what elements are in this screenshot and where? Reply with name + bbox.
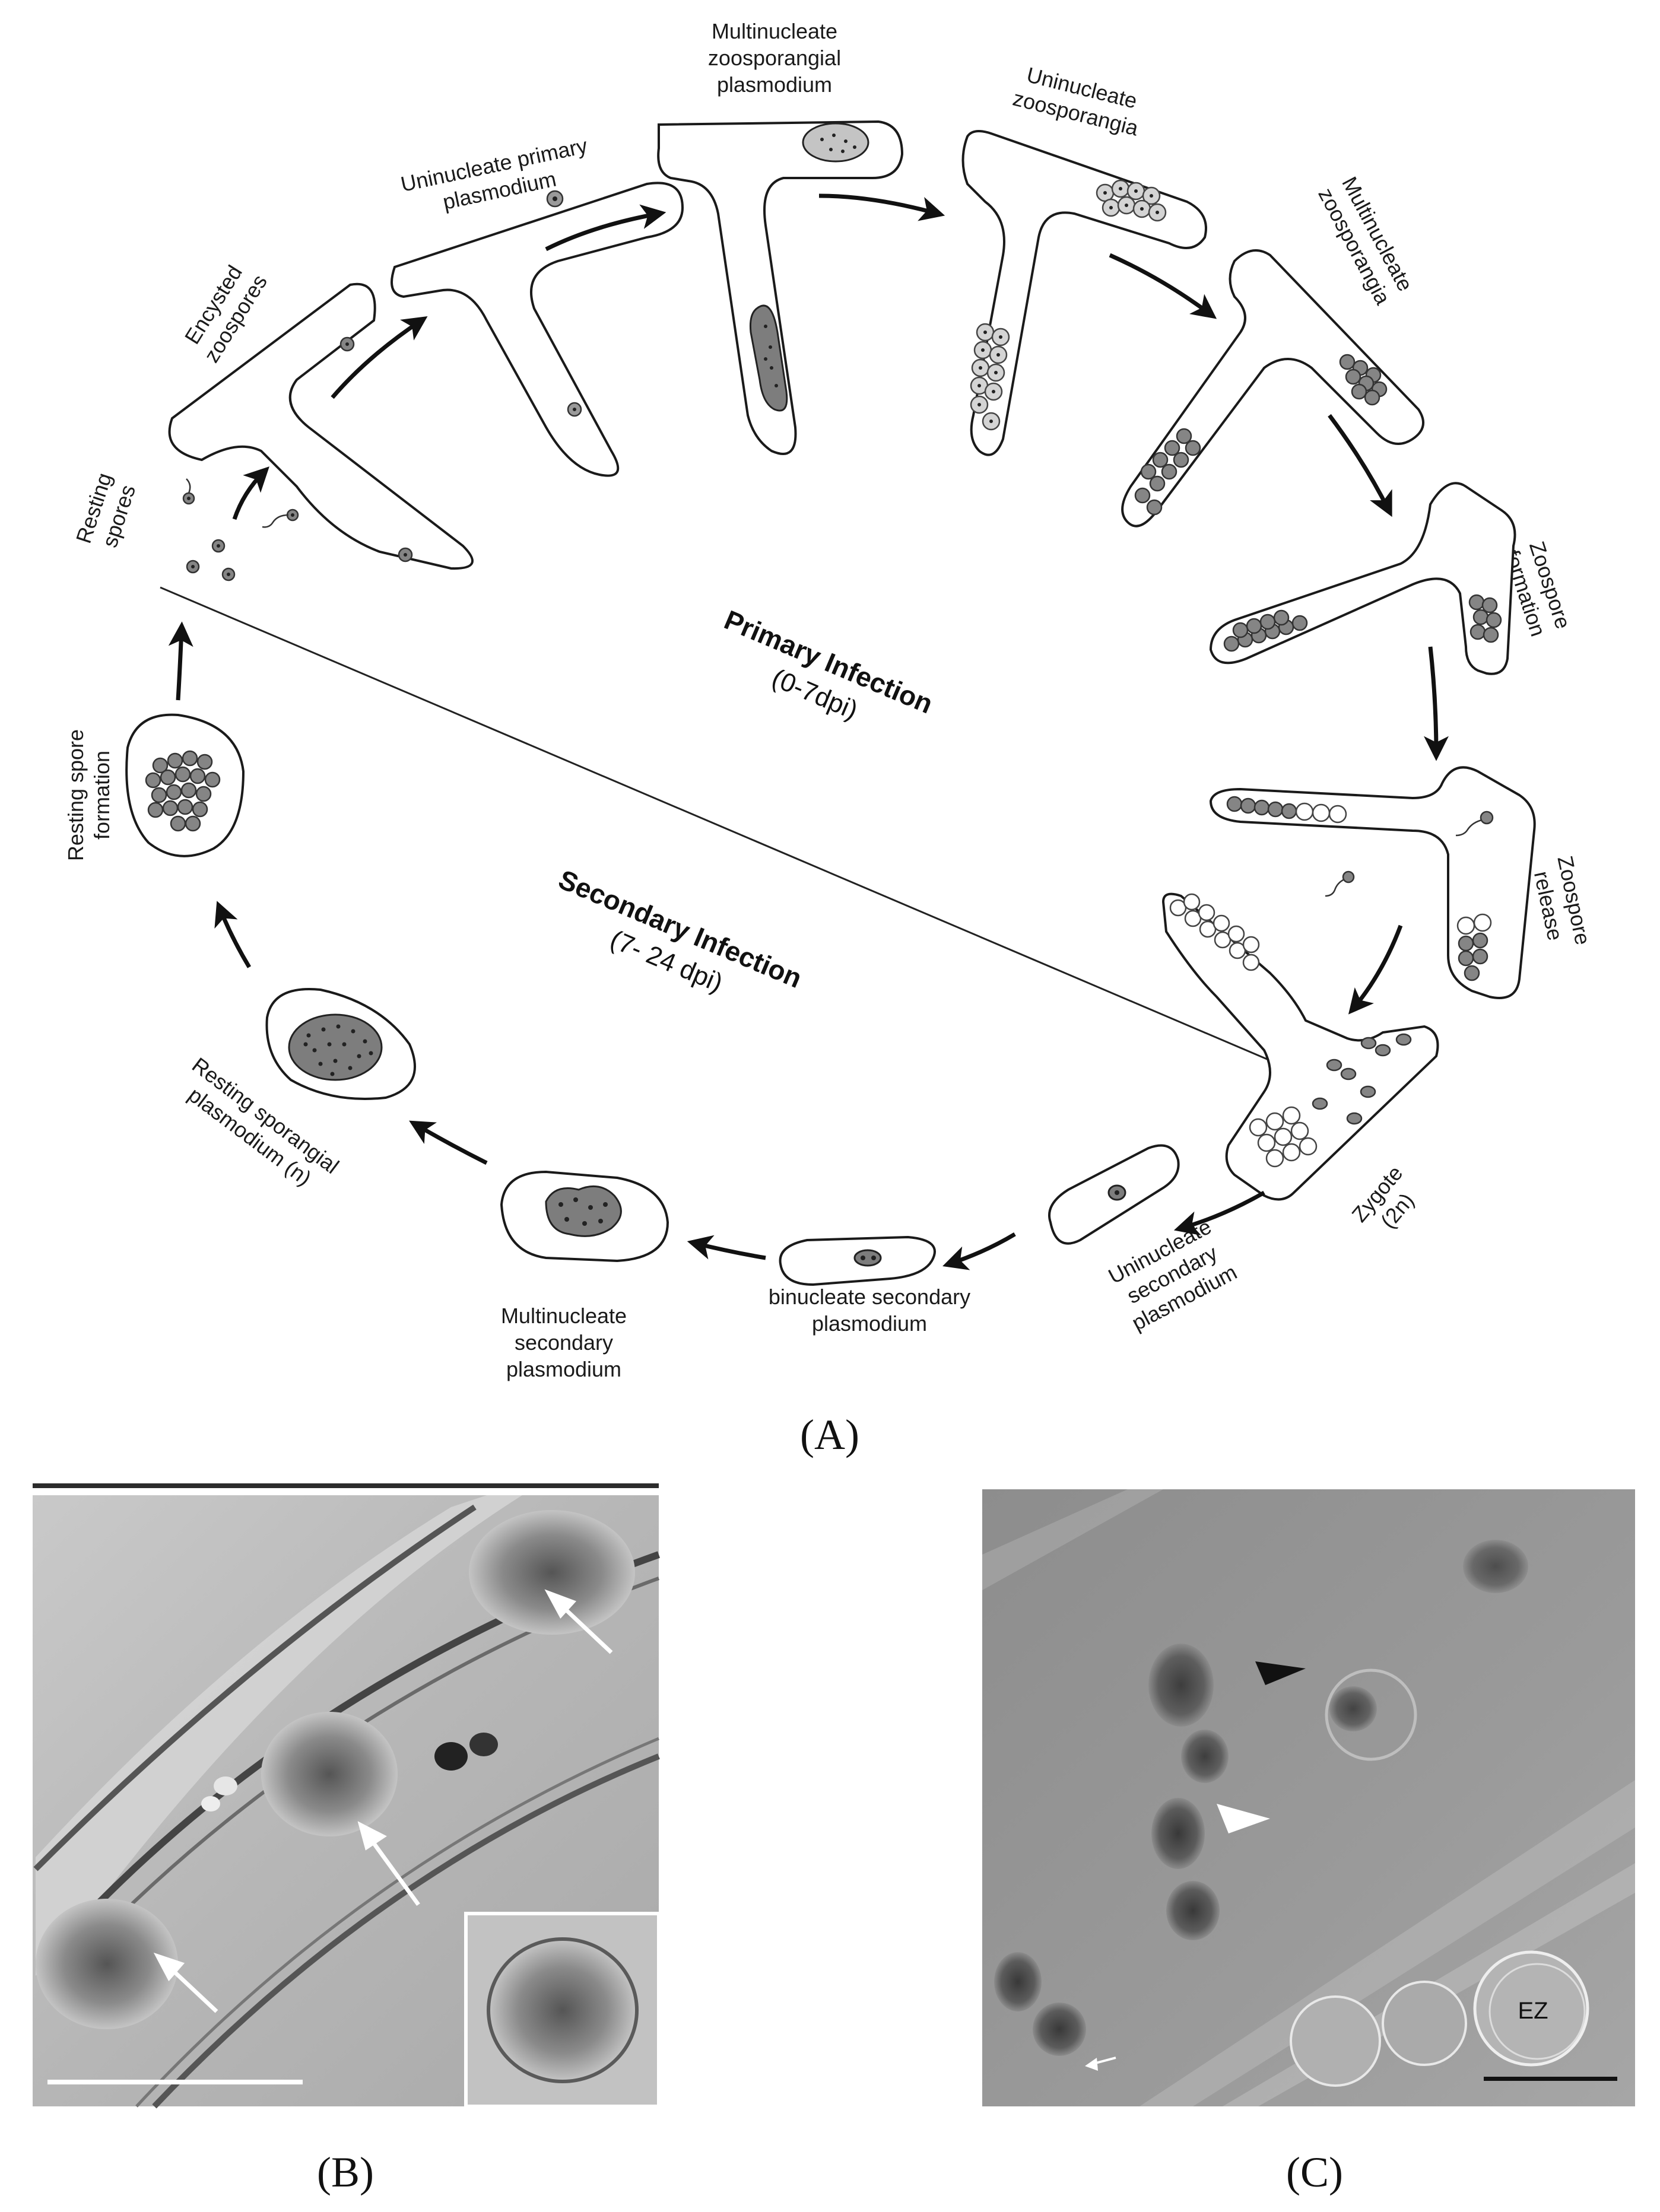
resting-spore-cluster: [145, 750, 221, 832]
stage-zygote: Zygote (2n): [1161, 892, 1439, 1233]
arrow-multi-zsp-to-uni-zoosp: [818, 193, 945, 221]
arrow-uni-primary-to-multi-zsp: [545, 204, 666, 252]
zygote-empty-sporangia-bottom: [1249, 1106, 1318, 1168]
stage-encysted-zoospores: Encysted zoospores: [168, 261, 474, 570]
zygote-fusing-zoospores: [1312, 1033, 1412, 1125]
panel-a-letter: (A): [800, 1411, 859, 1458]
stage-uninucleate-primary: Uninucleate primary plasmodium: [391, 133, 684, 477]
uni-zoosp-host-cell: [961, 130, 1207, 456]
rest-spore-form-label-1: Resting spore: [64, 729, 88, 861]
multi-zoosp-cluster-left: [1134, 428, 1201, 516]
arrow-rest-sporang-to-formation: [214, 901, 252, 968]
phase-divider-line: [160, 586, 1288, 1069]
encysted-host-cell: [168, 282, 474, 570]
arrow-uni-sec-to-bi-sec: [942, 1232, 1016, 1270]
arrow-spores-to-encysted: [232, 466, 269, 520]
rest-spore-form-label-2: formation: [90, 751, 114, 840]
arrow-uni-zoosp-to-multi-zoosp: [1109, 253, 1217, 319]
panel-a: Primary Infection (0-7dpi) Secondary Inf…: [64, 19, 1595, 1458]
multi-sec-label-3: plasmodium: [506, 1357, 621, 1381]
panel-b-letter: (B): [317, 2149, 374, 2196]
uni-zoosp-cluster-bottom: [970, 323, 1010, 431]
zoosp-rel-cluster-right: [1456, 913, 1492, 981]
multi-zsp-label-3: plasmodium: [717, 72, 832, 97]
stage-zoospore-release: Zoospore release: [1209, 766, 1595, 999]
stage-resting-spores: Resting spores: [71, 470, 236, 581]
panel-c-letter: (C): [1286, 2149, 1343, 2196]
panel-c: EZ (C): [982, 1489, 1635, 2196]
panel-b: (B): [33, 1483, 661, 2196]
arrow-multi-zoosp-to-formation: [1328, 414, 1392, 517]
zoosp-form-host-cell: [1209, 482, 1516, 675]
panel-c-small-arrow: [1085, 2057, 1116, 2071]
arrow-bi-sec-to-multi-sec: [687, 1235, 766, 1260]
panel-c-white-arrowhead: [1217, 1804, 1270, 1833]
zoosp-rel-host-cell: [1209, 766, 1536, 999]
multi-zsp-label-1: Multinucleate: [712, 19, 837, 43]
panel-c-black-arrowhead: [1255, 1661, 1306, 1685]
multi-zsp-label-2: zoosporangial: [708, 46, 841, 70]
stage-zoospore-formation: Zoospore formation: [1209, 482, 1576, 675]
stage-uninucleate-secondary: Uninucleate secondary plasmodium: [1048, 1144, 1241, 1335]
stage-resting-sporangial: Resting sporangial plasmodium (n): [184, 988, 416, 1190]
stage-binucleate-secondary: binucleate secondary plasmodium: [769, 1235, 970, 1336]
panel-b-scale-bar: [47, 2080, 303, 2084]
stage-multinucleate-zoosporangial: Multinucleate zoosporangial plasmodium: [657, 19, 904, 455]
stage-multinucleate-secondary: Multinucleate secondary plasmodium: [500, 1170, 669, 1381]
panel-c-ez-label: EZ: [1518, 1998, 1548, 2024]
multi-sec-label-1: Multinucleate: [501, 1304, 627, 1328]
stage-uninucleate-zoosporangia: Uninucleate zoosporangia: [961, 62, 1207, 456]
zygote-empty-sporangia-top: [1169, 893, 1260, 971]
zoosp-form-cluster-left: [1223, 609, 1308, 652]
stage-resting-spore-formation: Resting spore formation: [64, 713, 245, 861]
bi-sec-label-2: plasmodium: [812, 1311, 927, 1336]
panel-b-arrows: [153, 1589, 613, 2013]
uni-zoosp-cluster-top: [1096, 179, 1167, 222]
primary-infection-title: Primary Infection (0-7dpi): [720, 604, 937, 725]
zoosp-rel-cluster-left: [1226, 796, 1347, 824]
arrow-multi-sec-to-rest-sporang: [409, 1120, 488, 1165]
bi-sec-label-1: binucleate secondary: [769, 1285, 970, 1309]
cycle-arrows: [168, 193, 1449, 1270]
multi-zoosp-cluster-right: [1339, 354, 1388, 406]
arrow-release-to-zygote: [1348, 924, 1403, 1015]
multi-zsp-host-cell: [657, 120, 904, 455]
zoosp-form-cluster-right: [1468, 594, 1502, 643]
zygote-host-cell: [1161, 892, 1439, 1201]
multi-sec-label-2: secondary: [515, 1330, 613, 1355]
arrow-encysted-to-uni-primary: [331, 316, 428, 399]
panel-c-scale-bar: [1484, 2077, 1617, 2081]
secondary-infection-title: Secondary Infection (7- 24 dpi): [554, 863, 807, 997]
arrow-formation-to-release: [1423, 646, 1449, 761]
uni-primary-host-cell: [391, 182, 684, 477]
arrow-zygote-to-uni-sec: [1173, 1190, 1265, 1236]
arrow-formation-to-spores: [168, 621, 193, 701]
